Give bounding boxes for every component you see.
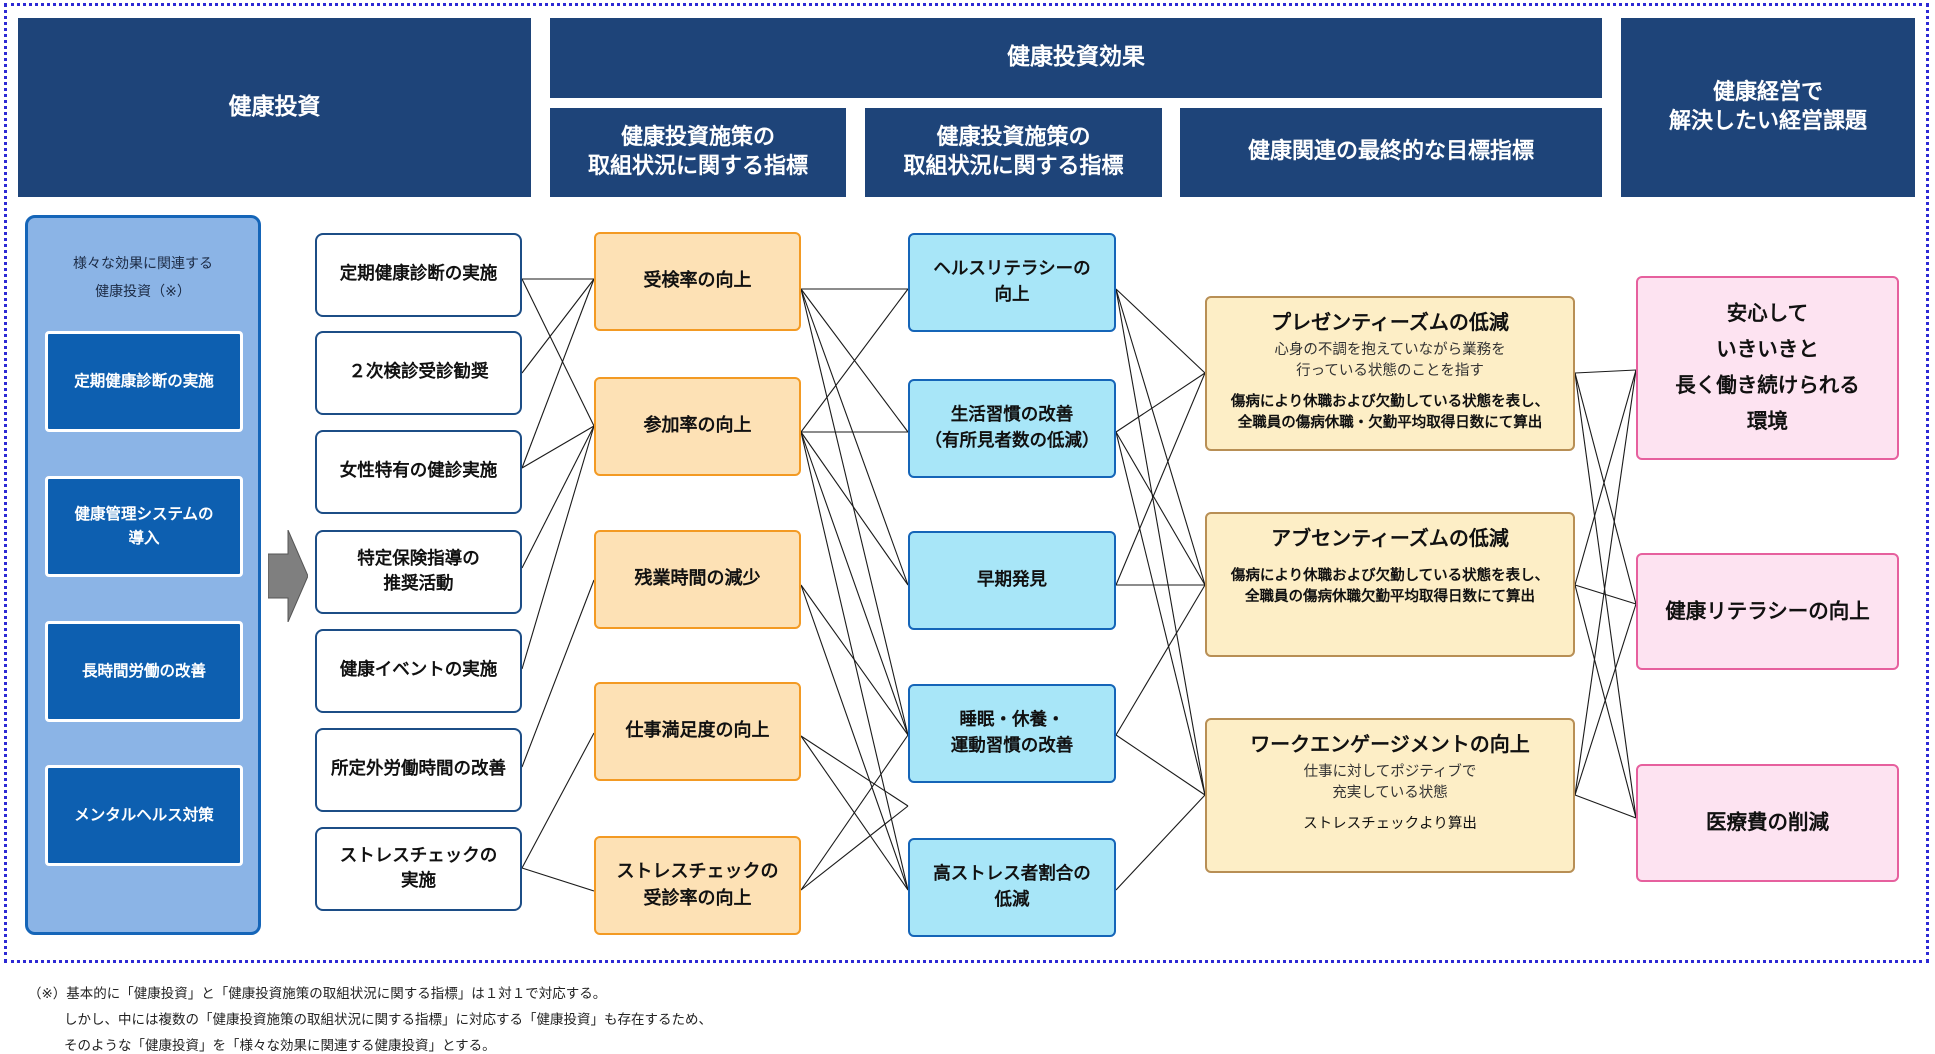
measure-stress-check-rate: ストレスチェックの 受診率の向上 (594, 836, 801, 935)
investment-health-guidance: 特定保険指導の 推奨活動 (315, 530, 522, 614)
panel-item-long-hours: 長時間労働の改善 (45, 621, 243, 722)
measure-early-detection: 早期発見 (908, 531, 1116, 630)
investment-stress-check: ストレスチェックの 実施 (315, 827, 522, 911)
footnote-line-1: （※）基本的に「健康投資」と「健康投資施策の取組状況に関する指標」は１対１で対応… (28, 986, 607, 1002)
panel-item-health-checkup: 定期健康診断の実施 (45, 331, 243, 432)
panel-caption: 様々な効果に関連する 健康投資（※） (73, 256, 213, 300)
goal-presenteeism: プレゼンティーズムの低減 心身の不調を抱えていながら業務を 行っている状態のこと… (1205, 296, 1575, 451)
investment-women-checkup: 女性特有の健診実施 (315, 430, 522, 514)
goal-work-engagement: ワークエンゲージメントの向上 仕事に対してポジティブで 充実している状態 ストレ… (1205, 718, 1575, 873)
goal-description: 心身の不調を抱えていながら業務を 行っている状態のことを指す (1274, 342, 1506, 380)
header-business-issues: 健康経営で 解決したい経営課題 (1621, 18, 1915, 197)
measure-overtime-reduction: 残業時間の減少 (594, 530, 801, 629)
diagram-frame (4, 3, 1929, 963)
panel-item-mental-health: メンタルヘルス対策 (45, 765, 243, 866)
footnote-line-2: しかし、中には複数の「健康投資施策の取組状況に関する指標」に対応する「健康投資」… (64, 1012, 712, 1028)
measure-job-satisfaction: 仕事満足度の向上 (594, 682, 801, 781)
panel-item-health-system: 健康管理システムの 導入 (45, 476, 243, 577)
measure-exam-rate: 受検率の向上 (594, 232, 801, 331)
goal-title: プレゼンティーズムの低減 (1271, 310, 1509, 334)
right-arrow-icon (267, 529, 309, 626)
investment-overtime: 所定外労働時間の改善 (315, 728, 522, 812)
goal-absenteeism: アブセンティーズムの低減 傷病により休職および欠勤している状態を表し、 全職員の… (1205, 512, 1575, 657)
footnote-line-3: そのような「健康投資」を「様々な効果に関連する健康投資」とする。 (64, 1038, 496, 1054)
measure-high-stress: 高ストレス者割合の 低減 (908, 838, 1116, 937)
goal-title: ワークエンゲージメントの向上 (1250, 732, 1530, 756)
header-final-goal: 健康関連の最終的な目標指標 (1180, 108, 1602, 197)
header-effects: 健康投資効果 (550, 18, 1602, 98)
measure-lifestyle: 生活習慣の改善 （有所見者数の低減） (908, 379, 1116, 478)
measure-participation-rate: 参加率の向上 (594, 377, 801, 476)
investment-secondary-exam: ２次検診受診勧奨 (315, 331, 522, 415)
header-measure-2: 健康投資施策の 取組状況に関する指標 (865, 108, 1162, 197)
investment-health-event: 健康イベントの実施 (315, 629, 522, 713)
issue-safe-workplace: 安心して いきいきと 長く働き続けられる 環境 (1636, 276, 1899, 460)
measure-sleep-exercise: 睡眠・休養・ 運動習慣の改善 (908, 684, 1116, 783)
goal-title: アブセンティーズムの低減 (1271, 526, 1509, 550)
issue-health-literacy: 健康リテラシーの向上 (1636, 553, 1899, 670)
investment-health-checkup: 定期健康診断の実施 (315, 233, 522, 317)
header-measure-1: 健康投資施策の 取組状況に関する指標 (550, 108, 846, 197)
goal-measurement: ストレスチェックより算出 (1303, 816, 1477, 833)
goal-measurement: 傷病により休職および欠勤している状態を表し、 全職員の傷病休職・欠勤平均取得日数… (1230, 394, 1550, 432)
header-investment: 健康投資 (18, 18, 531, 197)
goal-description: 仕事に対してポジティブで 充実している状態 (1303, 764, 1477, 802)
goal-measurement: 傷病により休職および欠勤している状態を表し、 全職員の傷病休職欠勤平均取得日数に… (1230, 568, 1550, 606)
measure-health-literacy: ヘルスリテラシーの 向上 (908, 233, 1116, 332)
issue-medical-cost: 医療費の削減 (1636, 764, 1899, 882)
